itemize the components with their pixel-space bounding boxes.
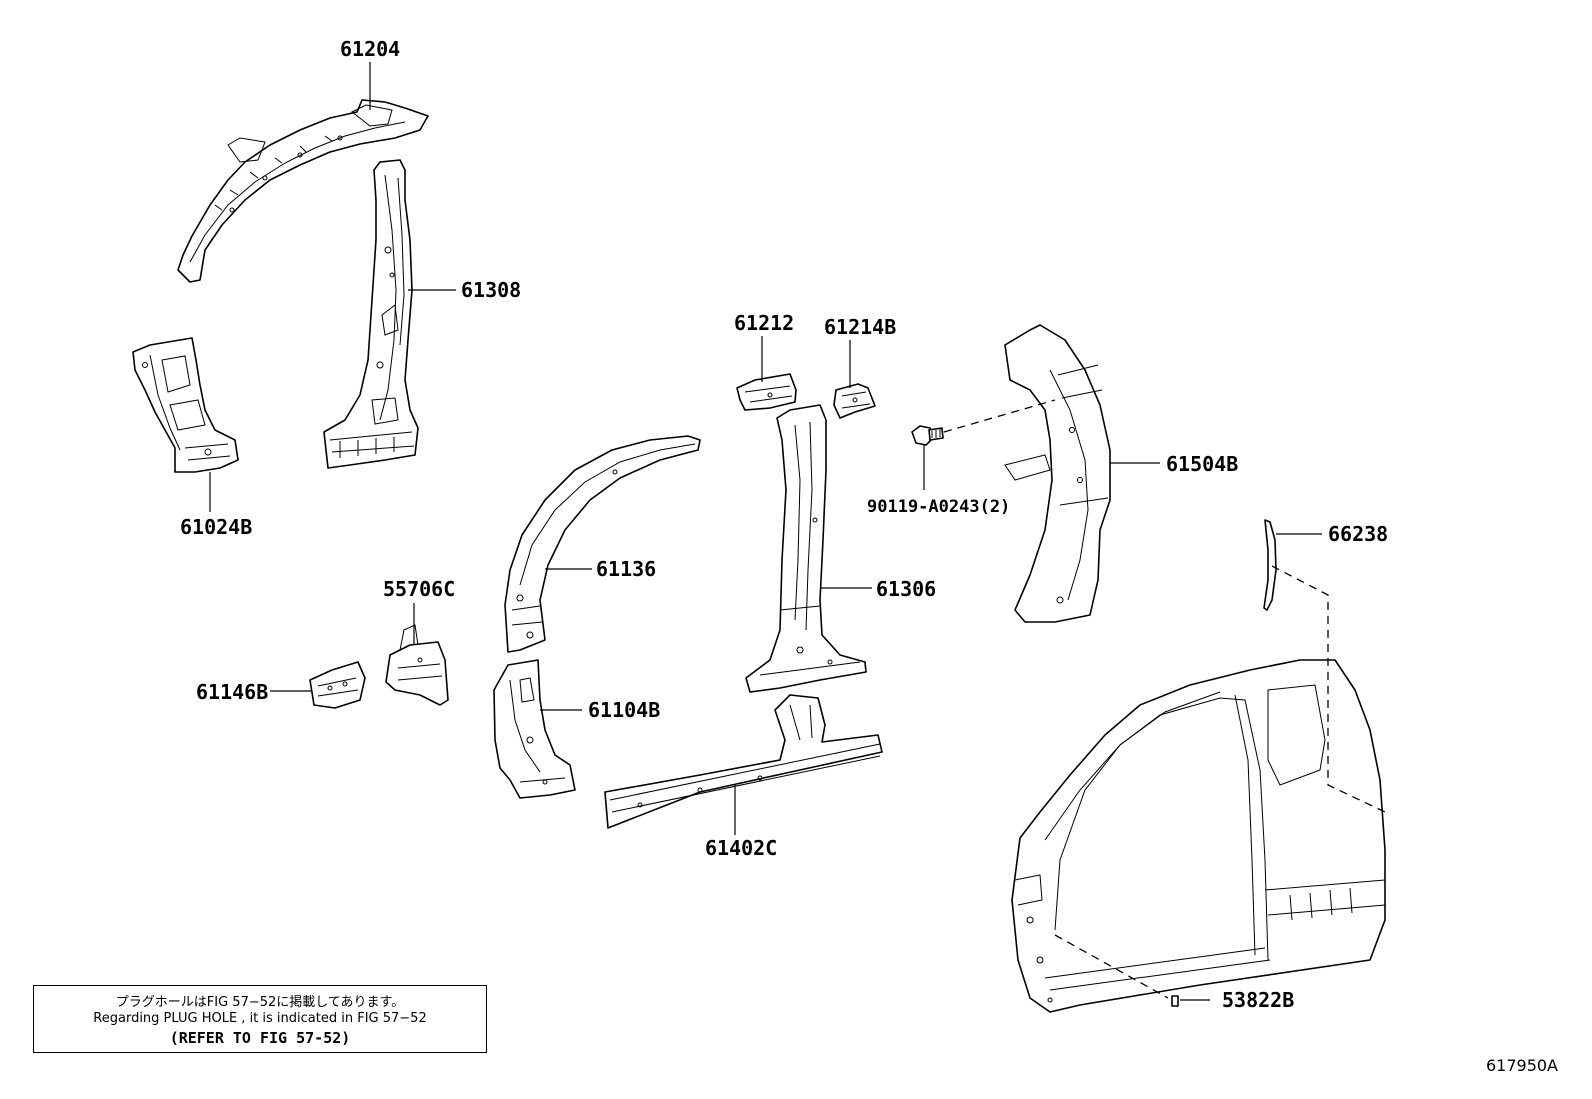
callout-61402c: 61402C — [705, 836, 778, 860]
callout-61306: 61306 — [876, 577, 937, 601]
part-61024b-pillar-lower — [132, 337, 239, 473]
part-61402c-rocker — [604, 694, 883, 829]
figure-id: 617950A — [1485, 1056, 1558, 1075]
note-line-english: Regarding PLUG HOLE , it is indicated in… — [93, 1011, 427, 1026]
part-61214b-bracket — [833, 383, 876, 419]
dashed-guides — [943, 399, 1386, 999]
callout-90119-a0243: 90119-A0243(2) — [867, 497, 1011, 517]
note-line-japanese: プラグホールはFIG 57−52に掲載してあります。 — [115, 995, 405, 1010]
part-body-side-panel — [1011, 659, 1386, 1013]
part-90119-bolt — [911, 425, 944, 446]
part-61204-roof-rail — [177, 99, 429, 283]
callout-55706c: 55706C — [383, 577, 456, 601]
callout-61104b: 61104B — [588, 698, 661, 722]
callout-61212: 61212 — [734, 311, 795, 335]
callout-61024b: 61024B — [180, 515, 253, 539]
callout-61136: 61136 — [596, 557, 657, 581]
part-66238-strip — [1263, 519, 1277, 611]
part-61104b-pillar-lower-inner — [493, 659, 576, 799]
part-53822b-plug — [1171, 995, 1179, 1007]
callout-61504b: 61504B — [1166, 452, 1239, 476]
part-61504b-lock-pillar — [1004, 324, 1111, 623]
callout-53822b: 53822B — [1222, 988, 1295, 1012]
callout-61204: 61204 — [340, 37, 401, 61]
part-61212-bracket — [736, 373, 797, 411]
plug-hole-note: プラグホールはFIG 57−52に掲載してあります。 Regarding PLU… — [33, 985, 487, 1053]
part-55706c-bracket — [385, 624, 449, 706]
callout-61214b: 61214B — [824, 315, 897, 339]
callout-61308: 61308 — [461, 278, 522, 302]
part-61308-pillar — [323, 159, 419, 469]
callout-66238: 66238 — [1328, 522, 1389, 546]
note-line-reference: (REFER TO FIG 57-52) — [169, 1029, 351, 1047]
part-61306-pillar-inner — [745, 404, 867, 693]
part-61146b-bracket — [309, 661, 366, 709]
callout-61146b: 61146B — [196, 680, 269, 704]
part-61136-pillar-upper — [504, 435, 701, 653]
leader-lines — [209, 62, 1322, 1001]
